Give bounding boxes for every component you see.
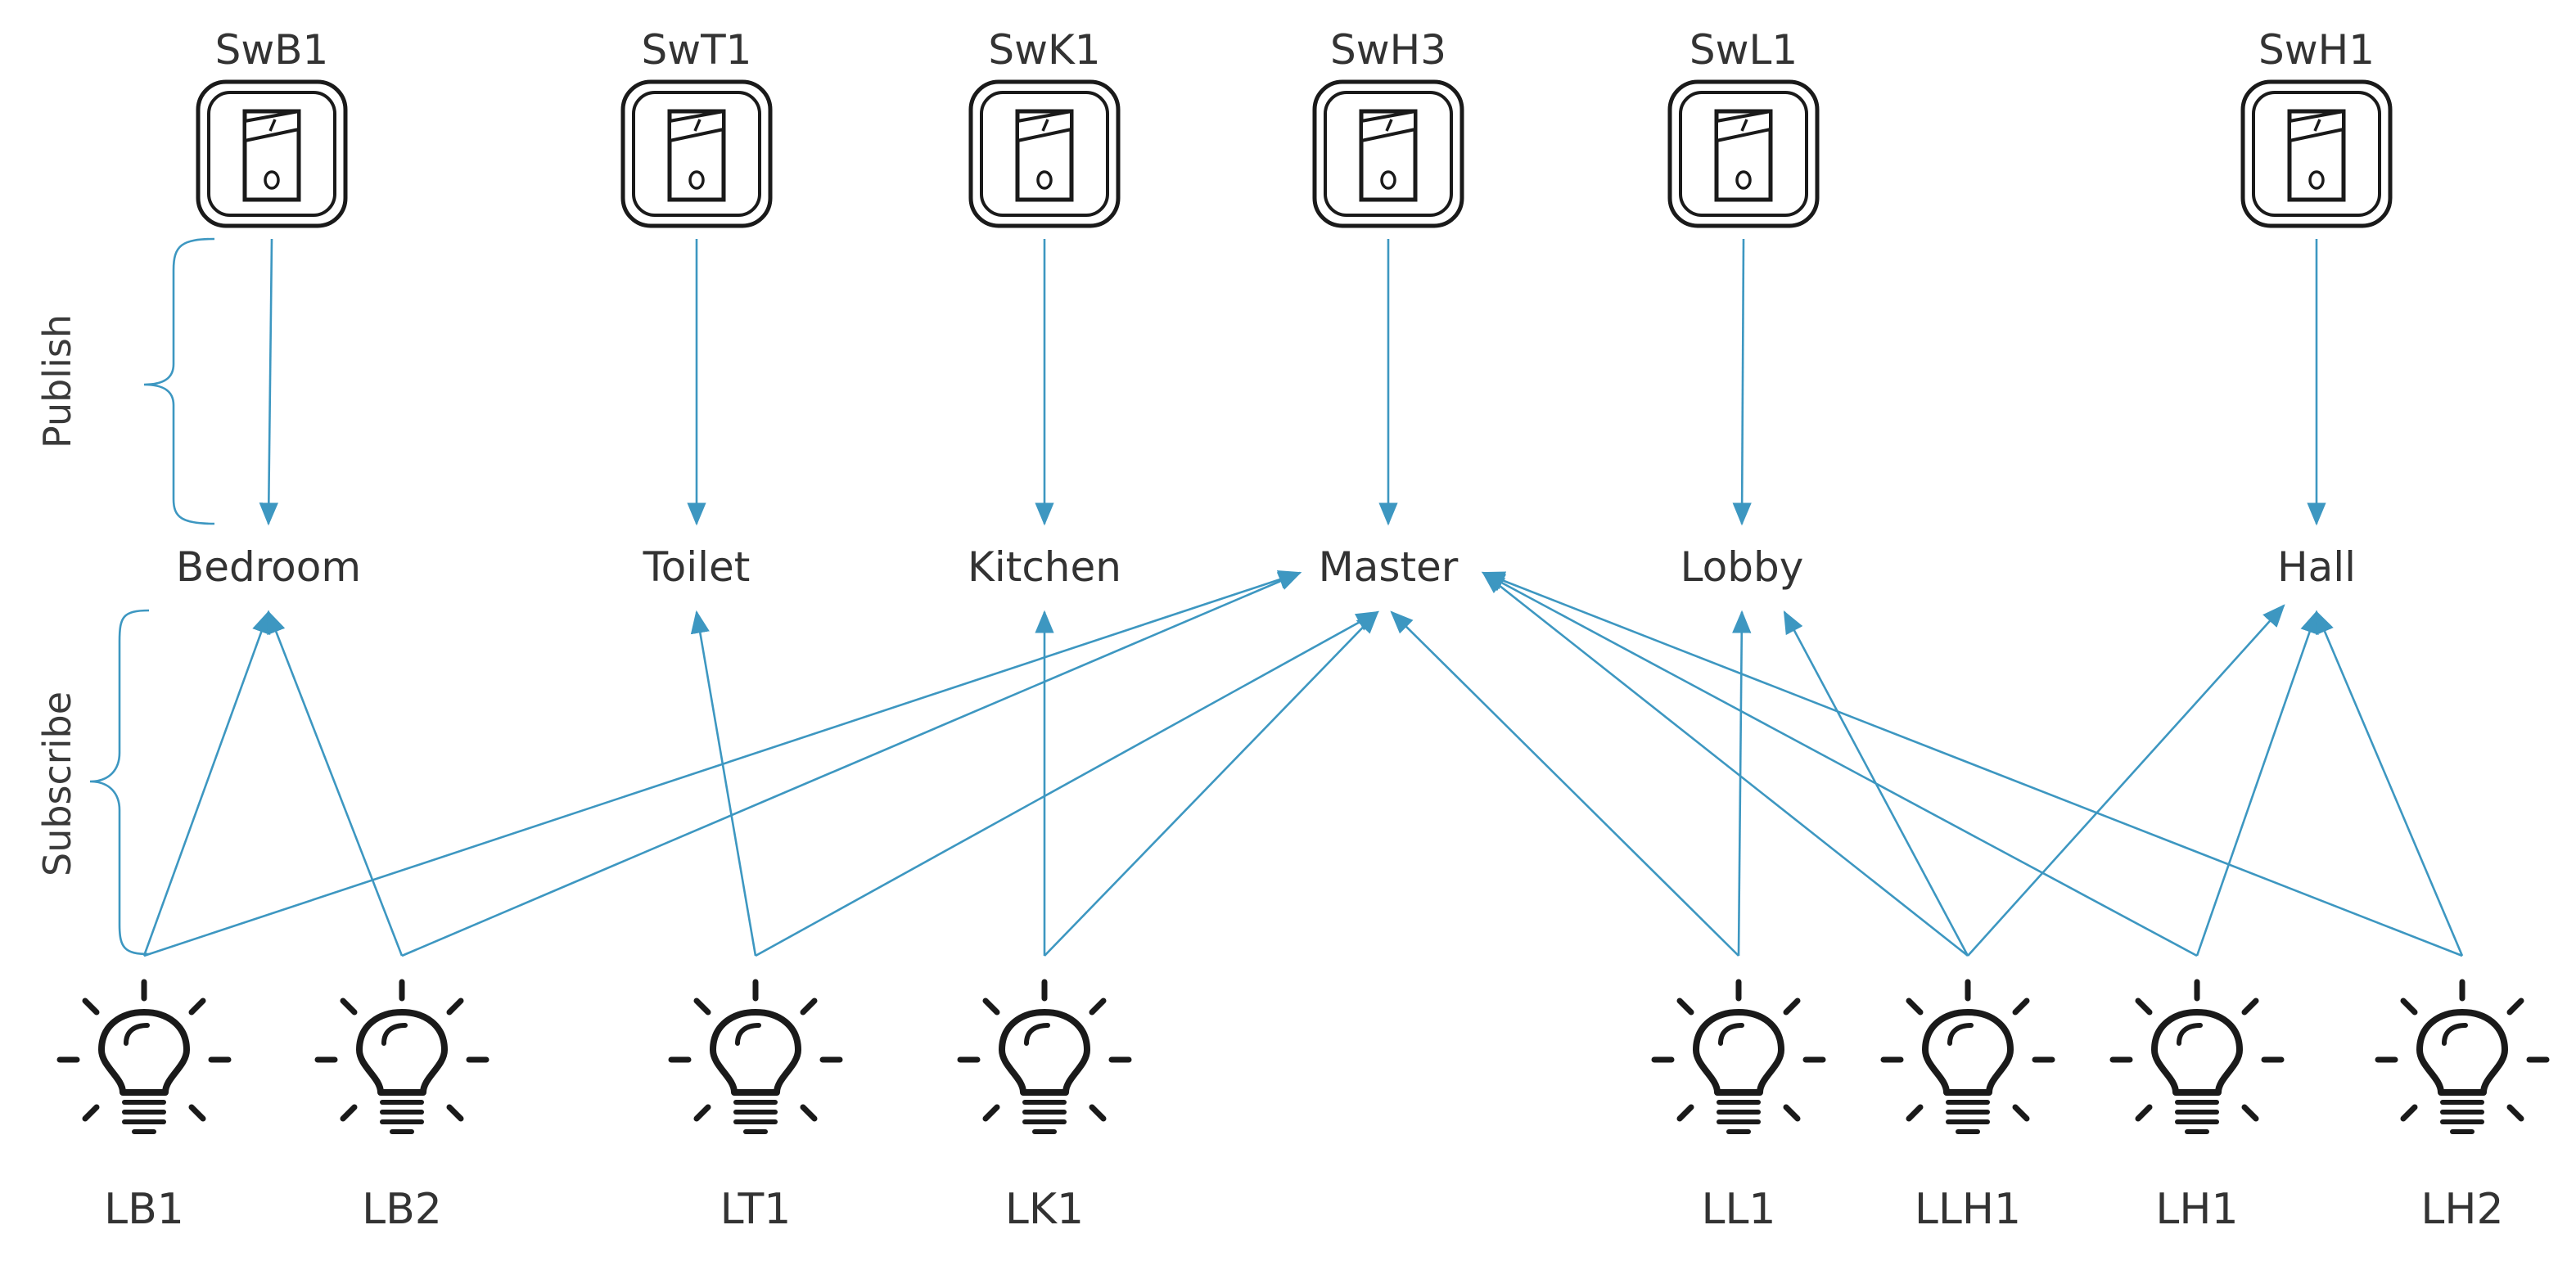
switch-icon (620, 79, 773, 228)
switch-label: SwB1 (215, 26, 329, 74)
switch-icon (2240, 79, 2393, 228)
switch-swt1: SwT1 (620, 26, 773, 228)
switch-swb1: SwB1 (196, 26, 348, 228)
subscribe-bracket (89, 609, 150, 956)
light-bulb-icon (1880, 979, 2055, 1134)
light-bulb-icon (56, 979, 232, 1134)
light-label: LL1 (1701, 1185, 1775, 1234)
connection-lines (142, 238, 2464, 957)
subscribe-arrow-lh2-hall (2315, 610, 2464, 957)
topic-kitchen: Kitchen (968, 543, 1121, 591)
switch-swh1: SwH1 (2240, 26, 2393, 228)
subscribe-arrow-ll1-master (1390, 610, 1739, 957)
light-label: LT1 (720, 1185, 792, 1234)
light-lb2: LB2 (314, 979, 489, 1234)
light-row: LB1 LB2 LT1 LK1 LL1 LLH1 LH1 LH2 (56, 979, 2550, 1234)
switch-icon (968, 79, 1121, 228)
subscribe-arrow-lt1-master (755, 610, 1380, 957)
topic-lobby: Lobby (1680, 543, 1804, 591)
light-lh1: LH1 (2109, 979, 2285, 1234)
light-llh1: LLH1 (1880, 979, 2055, 1234)
subscribe-arrow-llh1-hall (1967, 604, 2285, 957)
subscribe-arrow-lb2-master (401, 571, 1302, 957)
light-lb1: LB1 (56, 979, 232, 1234)
light-label: LH2 (2420, 1185, 2503, 1234)
switch-row: SwB1 SwT1 SwK1 SwH3 SwL1 SwH1 (196, 26, 2393, 228)
topic-row: Bedroom Toilet Kitchen Master Lobby Hall (176, 543, 2356, 591)
switch-swk1: SwK1 (968, 26, 1121, 228)
switch-label: SwT1 (642, 26, 752, 74)
subscribe-arrow-lt1-toilet (690, 610, 757, 957)
subscribe-arrow-lb2-bedroom (267, 610, 404, 957)
light-lh2: LH2 (2375, 979, 2550, 1234)
topic-toilet: Toilet (643, 543, 751, 591)
light-lt1: LT1 (668, 979, 843, 1234)
light-label: LB2 (362, 1185, 442, 1234)
switch-label: SwH3 (1330, 26, 1446, 74)
topic-bedroom: Bedroom (176, 543, 361, 591)
light-label: LH1 (2155, 1185, 2238, 1234)
light-bulb-icon (2109, 979, 2285, 1134)
switch-swh3: SwH3 (1312, 26, 1464, 228)
topic-hall: Hall (2277, 543, 2356, 591)
light-bulb-icon (314, 979, 489, 1134)
subscribe-arrow-ll1-lobby (1732, 610, 1752, 957)
light-label: LK1 (1005, 1185, 1084, 1234)
light-ll1: LL1 (1651, 979, 1826, 1234)
subscribe-label: Subscribe (35, 691, 79, 876)
publish-arrow-swb1 (259, 238, 278, 526)
light-bulb-icon (668, 979, 843, 1134)
light-label: LLH1 (1915, 1185, 2021, 1234)
switch-icon (1312, 79, 1464, 228)
topic-master: Master (1319, 543, 1459, 591)
light-bulb-icon (1651, 979, 1826, 1134)
light-bulb-icon (957, 979, 1132, 1134)
publish-label: Publish (35, 314, 79, 448)
publish-bracket (143, 237, 215, 525)
switch-label: SwH1 (2258, 26, 2375, 74)
switch-swl1: SwL1 (1667, 26, 1820, 228)
switch-icon (196, 79, 348, 228)
subscribe-arrow-lh1-hall (2195, 610, 2319, 957)
publish-arrow-swl1 (1732, 238, 1752, 526)
switch-label: SwK1 (988, 26, 1100, 74)
light-lk1: LK1 (957, 979, 1132, 1234)
subscribe-arrow-llh1-master (1482, 571, 1969, 957)
switch-icon (1667, 79, 1820, 228)
subscribe-arrow-lh2-master (1481, 571, 2463, 957)
subscribe-arrow-lb1-bedroom (142, 610, 271, 957)
switch-label: SwL1 (1690, 26, 1798, 74)
subscribe-arrow-lk1-master (1044, 610, 1379, 957)
light-bulb-icon (2375, 979, 2550, 1134)
subscribe-arrow-lh1-master (1481, 571, 2198, 957)
light-label: LB1 (104, 1185, 184, 1234)
